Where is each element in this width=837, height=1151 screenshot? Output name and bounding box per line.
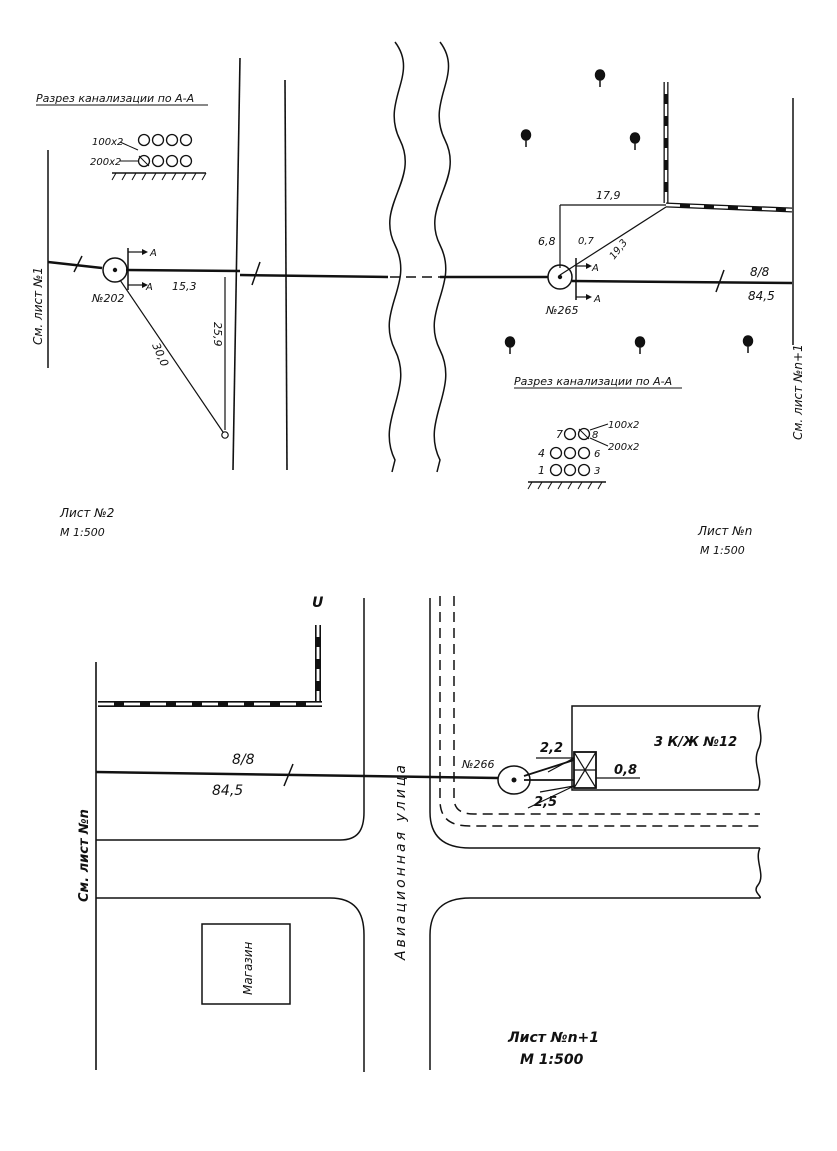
svg-text:А: А <box>591 263 599 274</box>
svg-text:100х2: 100х2 <box>608 420 639 431</box>
pipe-fraction-top-lower: 8/8 <box>232 752 255 768</box>
svg-text:4: 4 <box>538 447 545 460</box>
pipe-fraction-bottom-lower: 84,5 <box>212 783 243 799</box>
well-265-label: №265 <box>545 304 578 317</box>
tree-icon <box>520 129 532 147</box>
svg-text:7: 7 <box>556 428 563 441</box>
dimension-30-0: 30,0 <box>149 341 171 369</box>
svg-text:3: 3 <box>594 466 600 477</box>
river-bank-left <box>388 41 406 473</box>
svg-text:200х2: 200х2 <box>608 442 639 453</box>
tie-line-19-3 <box>559 206 667 276</box>
dimension-2-5: 2,5 <box>534 795 557 810</box>
pipe-label-100: 100х2 <box>92 137 123 148</box>
section-arrow-left: А А <box>127 248 157 293</box>
svg-text:6: 6 <box>594 449 600 460</box>
side-label-sheet1: См. лист №1 <box>31 267 45 345</box>
sheet-n1-title: Лист №n+1 <box>507 1030 599 1046</box>
building-12-outline <box>571 705 762 791</box>
svg-text:1: 1 <box>538 464 545 477</box>
side-label-sheet-n1: См. лист №n+1 <box>791 344 805 440</box>
tree-icon <box>634 336 646 354</box>
tree-icon <box>504 336 516 354</box>
pipe-fraction-top: 8/8 <box>750 265 770 279</box>
sheet-2-title: Лист №2 <box>59 506 114 520</box>
tree-icon <box>629 132 641 150</box>
fence-line-upper <box>663 82 793 213</box>
side-label-sheet-n: См. лист №n <box>77 809 92 902</box>
shop-building <box>201 923 291 1005</box>
fence-line-lower <box>98 625 322 707</box>
tree-icon <box>594 69 606 87</box>
dim-2-5-marker <box>527 785 575 809</box>
curb-dashed <box>439 596 760 827</box>
sewer-line-segment <box>125 268 241 273</box>
tie-line-30 <box>119 279 226 436</box>
svg-text:А: А <box>149 248 157 259</box>
building-right-lower <box>755 847 762 899</box>
road-edge-1 <box>232 57 241 471</box>
shop-label: Магазин <box>241 941 255 995</box>
dimension-25-9: 25,9 <box>211 322 224 347</box>
well-202[interactable] <box>102 257 128 283</box>
dimension-19-3: 19,3 <box>608 238 630 262</box>
dim-2-2-marker <box>536 757 575 773</box>
section-diagram-left: 100х2 200х2 <box>90 133 207 181</box>
section-title-right: Разрез канализации по А-А <box>514 375 672 388</box>
tree-icon <box>742 335 754 353</box>
pipe-fraction-bottom: 84,5 <box>748 289 775 303</box>
well-266-label: №266 <box>461 758 494 771</box>
sewer-line-left-stub <box>47 260 103 270</box>
dimension-15-3: 15,3 <box>172 280 197 293</box>
section-diagram-right: 7 8 100х2 200х2 4 6 1 3 <box>527 420 639 490</box>
sheet-n-title: Лист №n <box>697 524 752 538</box>
reference-point <box>221 431 229 439</box>
building-entry <box>573 751 597 789</box>
section-arrow-right: А А <box>575 258 601 305</box>
well-265[interactable] <box>547 264 573 290</box>
sewer-main-line <box>239 273 389 279</box>
svg-text:А: А <box>593 294 601 305</box>
dimension-2-2: 2,2 <box>540 741 563 756</box>
building-label: 3 К/Ж №12 <box>654 735 737 750</box>
river-bank-right <box>433 41 451 473</box>
street-name: Авиационная улица <box>393 762 409 961</box>
pipe-label-200: 200х2 <box>90 157 121 168</box>
sewer-line-lower <box>95 770 499 780</box>
svg-text:А: А <box>145 282 153 293</box>
dimension-6-8: 6,8 <box>538 235 556 248</box>
sheet-n-scale: М 1:500 <box>700 544 745 557</box>
dimension-0-8: 0,8 <box>614 763 637 778</box>
dimension-0-7: 0,7 <box>578 236 595 247</box>
svg-text:8: 8 <box>592 430 598 441</box>
dimension-17-9: 17,9 <box>596 189 621 202</box>
well-202-label: №202 <box>91 292 124 305</box>
section-title-left: Разрез канализации по А-А <box>36 92 194 105</box>
top-mark: U <box>312 595 324 611</box>
street-edges <box>96 598 760 1072</box>
sheet-2-scale: М 1:500 <box>60 526 105 539</box>
sheet-n1-scale: М 1:500 <box>520 1052 584 1068</box>
